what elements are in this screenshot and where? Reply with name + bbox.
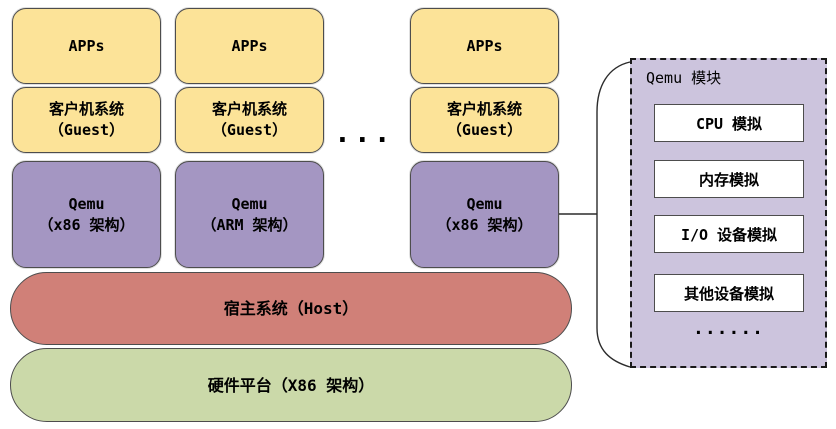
guest-label-line2: （Guest）: [211, 121, 288, 139]
qemu-label-line1: Qemu: [68, 194, 105, 213]
module-box-other: 其他设备模拟: [654, 274, 804, 312]
qemu-module-panel: Qemu 模块 CPU 模拟 内存模拟 I/O 设备模拟 其他设备模拟 ....…: [630, 58, 827, 368]
guest-label-line2: （Guest）: [48, 121, 125, 139]
guest-label-line1: 客户机系统: [446, 100, 522, 118]
qemu-label-line2: （ARM 架构）: [201, 215, 298, 234]
guest-label-line2: （Guest）: [446, 121, 523, 139]
guest-box-3: 客户机系统 （Guest）: [410, 87, 559, 153]
hardware-label: 硬件平台（X86 架构）: [207, 375, 375, 395]
qemu-box-1: Qemu （x86 架构）: [12, 161, 161, 268]
apps-box-1: APPs: [12, 8, 161, 84]
qemu-label-line1: Qemu: [466, 194, 503, 213]
guest-box-2: 客户机系统 （Guest）: [175, 87, 324, 153]
host-box: 宿主系统（Host）: [10, 272, 572, 345]
apps-box-2: APPs: [175, 8, 324, 84]
connector-brace: [596, 61, 631, 368]
qemu-label-line1: Qemu: [231, 194, 268, 213]
hardware-box: 硬件平台（X86 架构）: [10, 348, 572, 422]
qemu-label-line2: （x86 架构）: [436, 215, 533, 234]
module-box-cpu: CPU 模拟: [654, 104, 804, 142]
host-label: 宿主系统（Host）: [223, 299, 359, 318]
panel-more-ellipsis: ......: [692, 318, 765, 339]
panel-title: Qemu 模块: [646, 69, 722, 87]
guest-label-line1: 客户机系统: [48, 100, 124, 118]
module-box-memory: 内存模拟: [654, 160, 804, 198]
apps-label: APPs: [68, 36, 105, 55]
guest-box-1: 客户机系统 （Guest）: [12, 87, 161, 153]
module-box-io: I/O 设备模拟: [654, 215, 804, 253]
qemu-box-2: Qemu （ARM 架构）: [175, 161, 324, 268]
apps-label: APPs: [231, 36, 268, 55]
qemu-box-3: Qemu （x86 架构）: [410, 161, 559, 268]
columns-ellipsis: ...: [334, 116, 394, 149]
qemu-label-line2: （x86 架构）: [38, 215, 135, 234]
apps-box-3: APPs: [410, 8, 559, 84]
apps-label: APPs: [466, 36, 503, 55]
guest-label-line1: 客户机系统: [211, 100, 287, 118]
